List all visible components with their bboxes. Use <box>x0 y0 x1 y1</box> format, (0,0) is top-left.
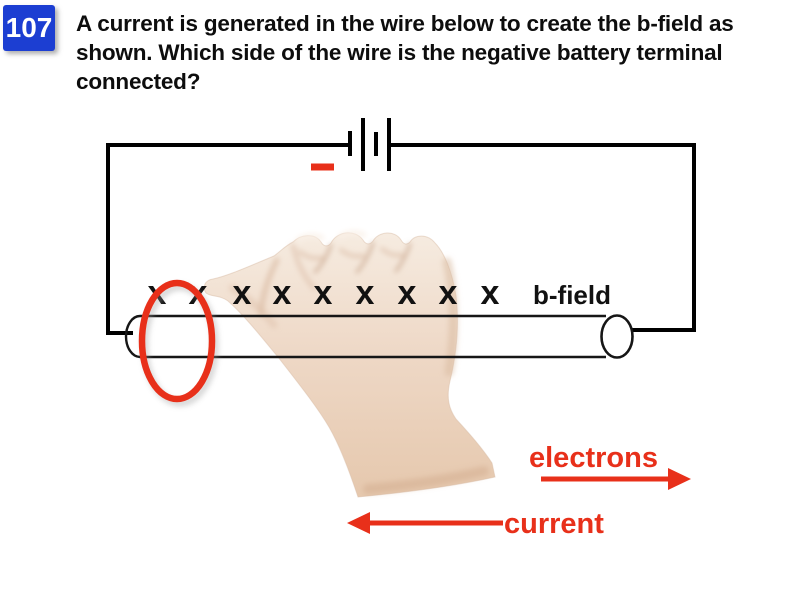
right-hand-grip-image <box>203 230 496 498</box>
b-field-label: b-field <box>533 280 611 310</box>
electrons-label: electrons <box>529 442 658 474</box>
x-mark: x <box>439 274 458 312</box>
question-text: A current is generated in the wire below… <box>76 9 734 96</box>
circuit-wire-left <box>106 143 348 335</box>
highlight-ellipse <box>138 279 219 407</box>
b-field-x-marks: x x x x x x x x x <box>148 274 500 312</box>
circuit-wire-right <box>391 143 696 332</box>
circuit-wire <box>106 143 696 335</box>
current-annotation: current <box>347 508 604 540</box>
question-line-2: shown. Which side of the wire is the neg… <box>76 40 723 65</box>
battery-icon <box>348 118 391 171</box>
question-line-1: A current is generated in the wire below… <box>76 11 734 36</box>
electrons-arrow-right-icon <box>541 468 691 490</box>
current-label: current <box>504 508 604 540</box>
electrons-annotation: electrons <box>529 442 691 490</box>
x-mark: x <box>356 274 375 312</box>
x-mark: x <box>398 274 417 312</box>
cylinder-left-cap <box>124 314 141 359</box>
question-line-3: connected? <box>76 69 201 94</box>
x-mark: x <box>481 274 500 312</box>
current-arrow-left-icon <box>347 512 503 534</box>
cylinder-right-cap <box>600 314 634 359</box>
x-mark: x <box>273 274 292 312</box>
x-mark: x <box>233 274 252 312</box>
question-number-badge: 107 <box>3 5 55 51</box>
x-mark: x <box>314 274 333 312</box>
